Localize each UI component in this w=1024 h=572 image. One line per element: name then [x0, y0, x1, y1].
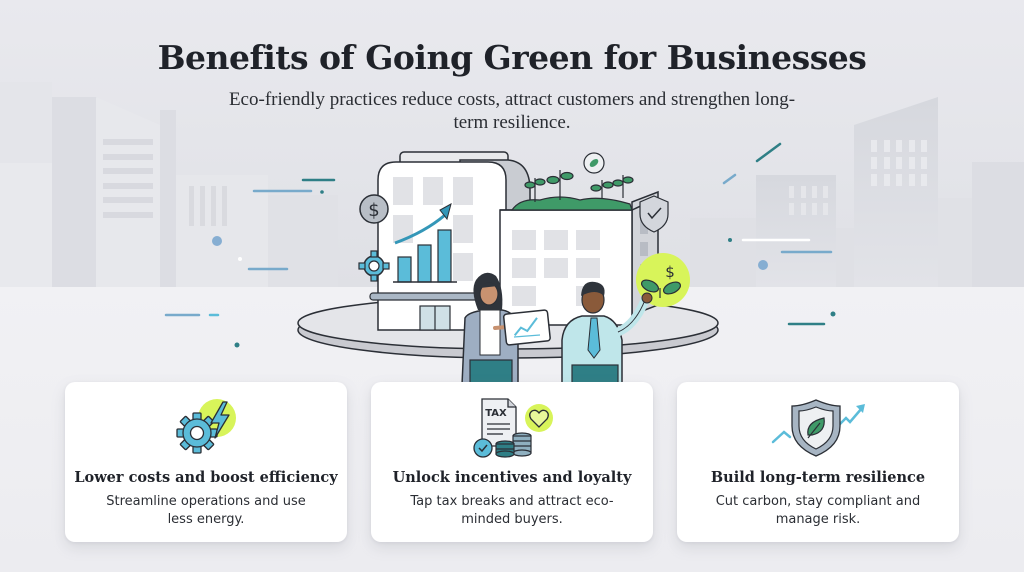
page-title: Benefits of Going Green for Businesses	[157, 38, 867, 77]
dollar-coin-icon: $	[359, 194, 389, 224]
tax-document-coins-icon: TAX	[371, 396, 653, 462]
city-skyline	[52, 97, 1024, 287]
gear-lightning-icon	[65, 396, 347, 462]
gear-icon	[358, 250, 390, 282]
hero-illustration: $	[297, 151, 719, 385]
svg-text:$: $	[665, 263, 675, 281]
svg-text:TAX: TAX	[485, 408, 507, 419]
card-description: Cut carbon, stay compliant and manage ri…	[715, 494, 921, 527]
shield-leaf-growth-icon	[677, 396, 959, 462]
tablet-chart-icon	[502, 309, 551, 346]
benefit-card-resilience: Build long-term resilience Cut carbon, s…	[677, 382, 959, 542]
card-description: Tap tax breaks and attract eco-minded bu…	[410, 494, 614, 527]
card-title: Lower costs and boost efficiency	[74, 469, 338, 486]
benefit-card-efficiency: Lower costs and boost efficiency Streaml…	[65, 382, 347, 542]
svg-text:$: $	[368, 200, 379, 221]
page-subtitle: Eco-friendly practices reduce costs, att…	[228, 89, 796, 133]
businesswoman-figure	[461, 272, 520, 385]
card-title: Build long-term resilience	[710, 469, 926, 486]
benefit-card-incentives: TAX Unlock incentives and loyalty Tap ta…	[371, 382, 653, 542]
rooftop-plants-icon	[510, 170, 634, 211]
shield-check-icon	[639, 195, 669, 233]
leaf-badge-icon	[583, 152, 605, 174]
office-building-right	[499, 190, 659, 326]
growth-chart-icon	[393, 203, 457, 283]
businessman-figure	[561, 281, 653, 385]
card-description: Streamline operations and use less energ…	[106, 494, 306, 527]
card-title: Unlock incentives and loyalty	[392, 469, 632, 486]
